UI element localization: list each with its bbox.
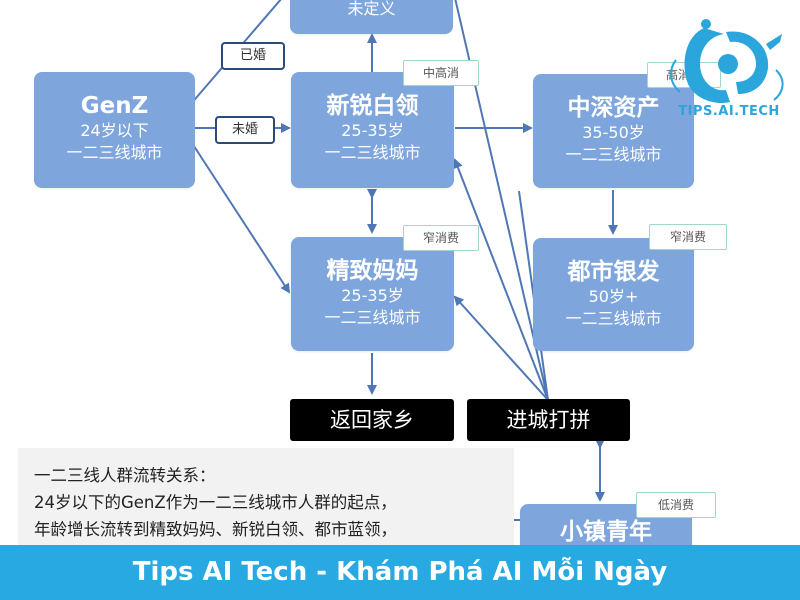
node-top: 未定义 xyxy=(290,0,453,34)
tag-xinrui: 中高消 xyxy=(403,60,479,86)
description-line-2: 24岁以下的GenZ作为一二三线城市人群的起点， xyxy=(34,493,397,512)
node-genz-title: GenZ xyxy=(80,93,149,119)
node-zhongshen: 中深资产 35-50岁 一二三线城市 xyxy=(533,74,694,188)
node-top-label: 未定义 xyxy=(347,0,396,18)
node-genz: GenZ 24岁以下 一二三线城市 xyxy=(34,72,195,188)
return-home-box: 返回家乡 xyxy=(290,399,454,441)
node-dushi: 都市银发 50岁+ 一二三线城市 xyxy=(533,238,694,351)
node-dushi-age: 50岁+ xyxy=(588,287,639,306)
node-zhongshen-age: 35-50岁 xyxy=(582,123,645,142)
edge-label-unmarried: 未婚 xyxy=(215,116,275,144)
tag-dushi: 窄消费 xyxy=(649,224,727,250)
robot-head-icon xyxy=(670,19,784,104)
node-genz-city: 一二三线城市 xyxy=(66,143,163,162)
node-jingzhi-city: 一二三线城市 xyxy=(324,308,421,327)
node-jingzhi-title: 精致妈妈 xyxy=(326,258,419,284)
node-zhongshen-city: 一二三线城市 xyxy=(565,145,662,164)
node-jingzhi-age: 25-35岁 xyxy=(341,286,404,305)
node-xiaozhen-title: 小镇青年 xyxy=(560,519,652,545)
node-genz-age: 24岁以下 xyxy=(80,121,149,140)
description-line-1: 一二三线人群流转关系： xyxy=(34,466,216,485)
node-zhongshen-title: 中深资产 xyxy=(567,95,660,121)
edge-label-married: 已婚 xyxy=(221,42,285,70)
tag-zhongshen: 高消费 xyxy=(647,62,721,88)
arrow-gocity-to-xinrui xyxy=(453,158,549,401)
bottom-banner: Tips AI Tech - Khám Phá AI Mỗi Ngày xyxy=(0,545,800,600)
arrow-genz-to-jingzhi xyxy=(189,139,291,294)
arrow-gocity-to-jingzhi xyxy=(453,295,549,401)
watermark-text: TIPS.AI.TECH xyxy=(678,104,780,119)
node-dushi-title: 都市银发 xyxy=(567,259,660,285)
node-xinrui-age: 25-35岁 xyxy=(341,121,404,140)
node-dushi-city: 一二三线城市 xyxy=(565,309,662,328)
node-jingzhi: 精致妈妈 25-35岁 一二三线城市 xyxy=(291,237,454,351)
node-xinrui-city: 一二三线城市 xyxy=(324,143,421,162)
tag-xiaozhen: 低消费 xyxy=(636,492,716,518)
description-box: 一二三线人群流转关系： 24岁以下的GenZ作为一二三线城市人群的起点， 年龄增… xyxy=(18,448,514,558)
description-line-3: 年龄增长流转到精致妈妈、新锐白领、都市蓝领， xyxy=(34,520,397,539)
node-xinrui-title: 新锐白领 xyxy=(326,93,419,119)
node-xinrui: 新锐白领 25-35岁 一二三线城市 xyxy=(291,72,454,188)
tag-jingzhi: 窄消费 xyxy=(403,225,479,251)
go-city-box: 进城打拼 xyxy=(467,399,630,441)
